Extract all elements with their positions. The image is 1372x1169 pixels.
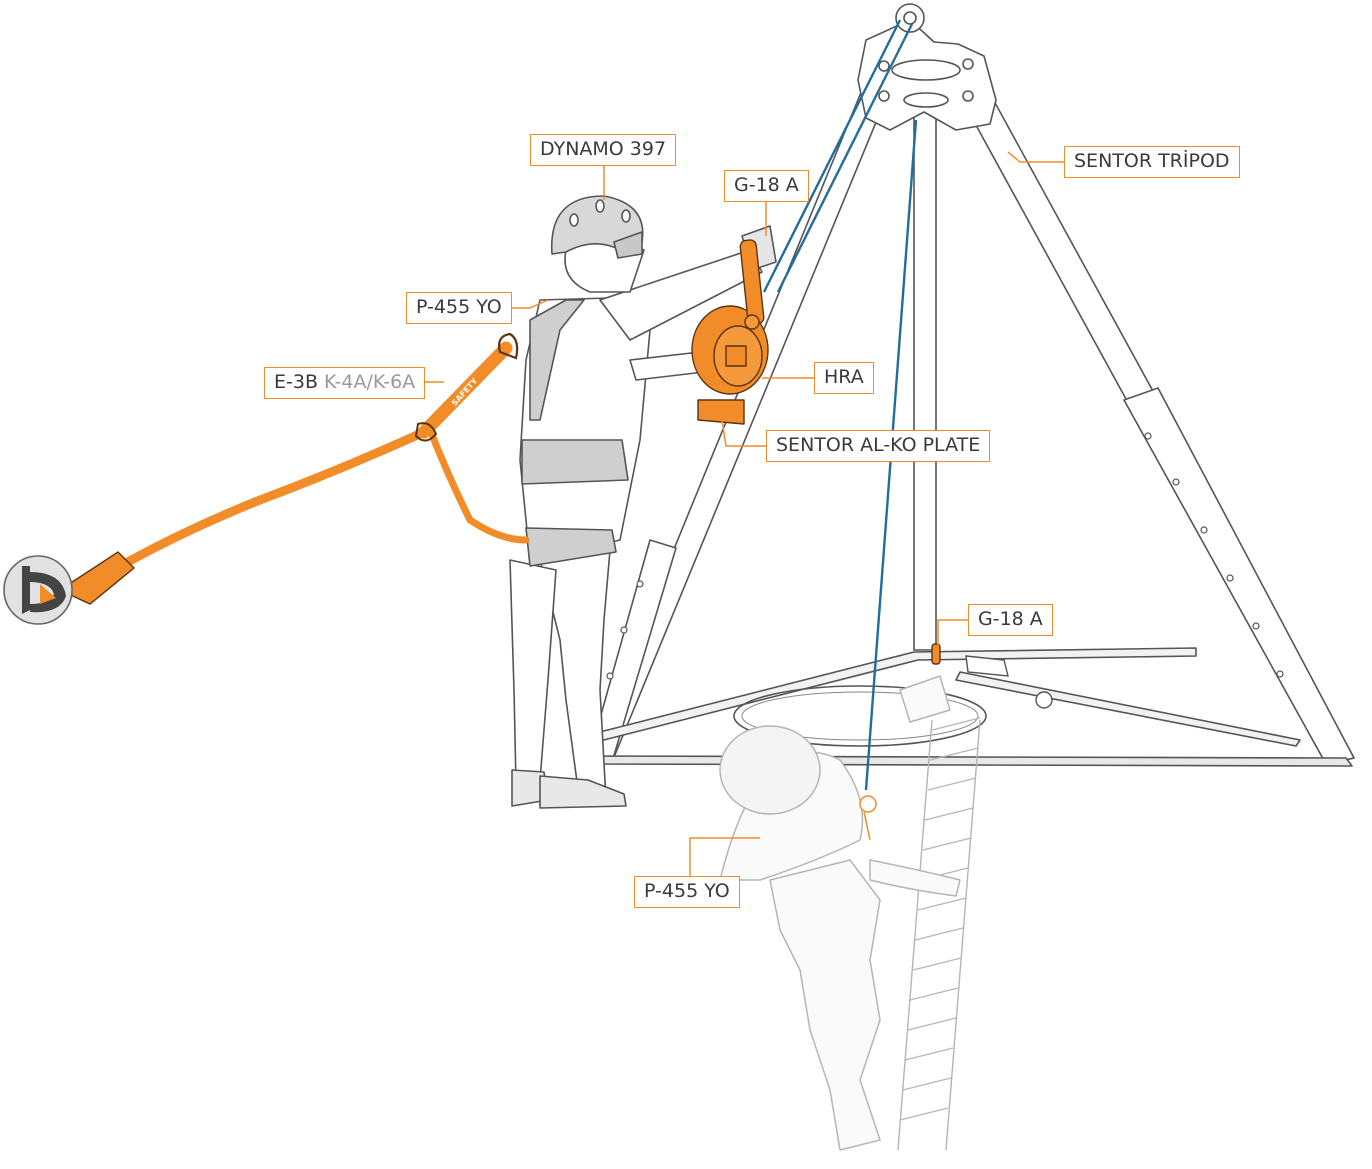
upper-worker — [509, 195, 777, 809]
label-sentor-tripod-text: SENTOR TRİPOD — [1074, 150, 1230, 172]
label-sentor-alko-plate: SENTOR AL-KO PLATE — [766, 430, 991, 462]
label-p455yo-top: P-455 YO — [406, 292, 512, 324]
label-dynamo-397-text: DYNAMO 397 — [540, 138, 667, 160]
label-e3b-alt-text: K-4A/K-6A — [324, 371, 416, 393]
ladder — [897, 717, 981, 1151]
label-g18a-bottom-text: G-18 A — [978, 608, 1043, 630]
manhole-ring — [733, 685, 987, 747]
lanyard: SAFETY — [58, 332, 530, 605]
tripod — [583, 3, 1355, 767]
label-g18a-top-text: G-18 A — [734, 174, 799, 196]
label-sentor-alko-plate-text: SENTOR AL-KO PLATE — [776, 434, 981, 456]
label-hra-text: HRA — [824, 366, 864, 388]
label-g18a-bottom: G-18 A — [968, 604, 1053, 636]
tripod-carabiner — [931, 643, 1053, 709]
label-p455yo-bottom: P-455 YO — [634, 876, 740, 908]
label-e3b-text: E-3B — [274, 371, 318, 393]
label-sentor-tripod: SENTOR TRİPOD — [1064, 146, 1240, 178]
hra-device — [691, 239, 769, 425]
label-hra: HRA — [814, 362, 874, 394]
label-p455yo-bottom-text: P-455 YO — [644, 880, 730, 902]
anchor-point-icon — [3, 555, 73, 625]
lower-worker — [719, 675, 961, 1151]
label-p455yo-top-text: P-455 YO — [416, 296, 502, 318]
label-g18a-top: G-18 A — [724, 170, 809, 202]
label-dynamo-397: DYNAMO 397 — [530, 134, 677, 166]
label-e3b: E-3B K-4A/K-6A — [264, 367, 426, 399]
